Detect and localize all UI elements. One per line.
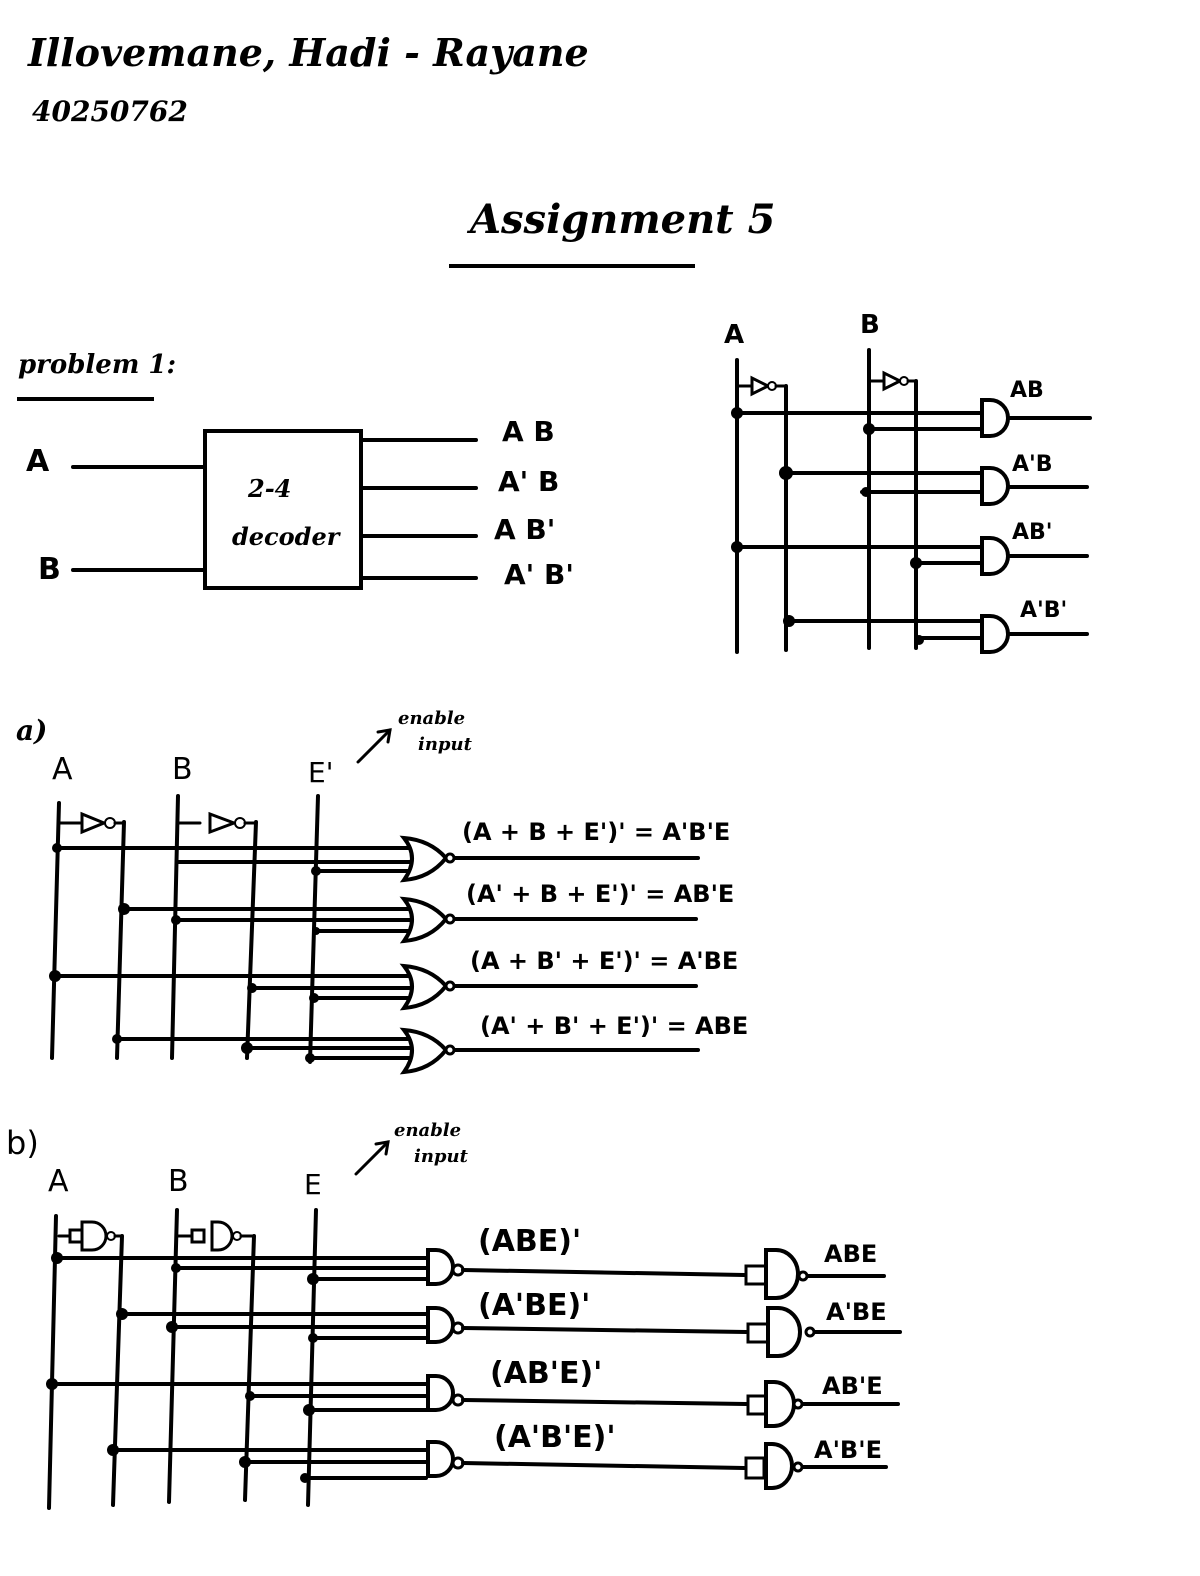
decoder-label-size: 2-4	[248, 474, 292, 503]
and-output-2: AB'	[1012, 520, 1053, 545]
part-a-output-2: (A + B' + E')' = A'BE	[470, 947, 739, 975]
and-output-1: A'B	[1012, 452, 1053, 477]
part-a-output-1: (A' + B + E')' = AB'E	[466, 880, 735, 908]
part-b-nand-output-2: (AB'E)'	[490, 1356, 603, 1391]
page-title: Assignment 5	[470, 196, 776, 243]
part-b-final-output-0: ABE	[824, 1240, 878, 1268]
and-output-0: AB	[1010, 378, 1044, 403]
part-b-input-a: A	[48, 1164, 69, 1199]
part-b-input-b: B	[168, 1164, 189, 1199]
part-b-label: b)	[6, 1124, 39, 1162]
decoder-output-0: A B	[502, 415, 555, 448]
part-b-final-output-2: AB'E	[822, 1372, 883, 1400]
part-b-annotation-input: input	[414, 1146, 468, 1167]
part-a-output-3: (A' + B' + E')' = ABE	[480, 1012, 749, 1040]
part-a-output-0: (A + B + E')' = A'B'E	[462, 818, 731, 846]
part-a-input-b: B	[172, 752, 193, 787]
decoder-output-3: A' B'	[504, 558, 574, 591]
decoder-label-name: decoder	[232, 522, 340, 551]
part-b-annotation-enable: enable	[394, 1120, 462, 1141]
title-underline	[449, 264, 695, 268]
student-id: 40250762	[32, 95, 188, 128]
enable-arrow-icon	[356, 728, 392, 764]
part-a-annotation-enable: enable	[398, 708, 466, 729]
part-b-nand-output-1: (A'BE)'	[478, 1288, 591, 1323]
student-name: Illovemane, Hadi - Rayane	[28, 30, 589, 75]
part-b-final-output-3: A'B'E	[814, 1436, 882, 1464]
part-a-annotation-input: input	[418, 734, 472, 755]
and-input-a: A	[724, 320, 745, 350]
and-input-b: B	[860, 310, 880, 340]
part-b-input-e: E	[304, 1168, 322, 1201]
problem1-underline	[17, 397, 154, 401]
part-b-final-output-1: A'BE	[826, 1298, 887, 1326]
enable-arrow-icon	[354, 1140, 390, 1176]
and-output-3: A'B'	[1020, 598, 1068, 623]
decoder-input-a: A	[26, 444, 50, 479]
part-a-label: a)	[16, 714, 48, 747]
decoder-output-1: A' B	[498, 465, 560, 498]
part-b-nand-output-0: (ABE)'	[478, 1224, 582, 1259]
decoder-input-b: B	[38, 552, 61, 587]
problem1-heading: problem 1:	[18, 350, 177, 380]
decoder-output-2: A B'	[494, 513, 556, 546]
part-a-input-e-bar: E'	[308, 756, 334, 789]
part-b-nand-output-3: (A'B'E)'	[494, 1420, 616, 1455]
part-a-input-a: A	[52, 752, 73, 787]
